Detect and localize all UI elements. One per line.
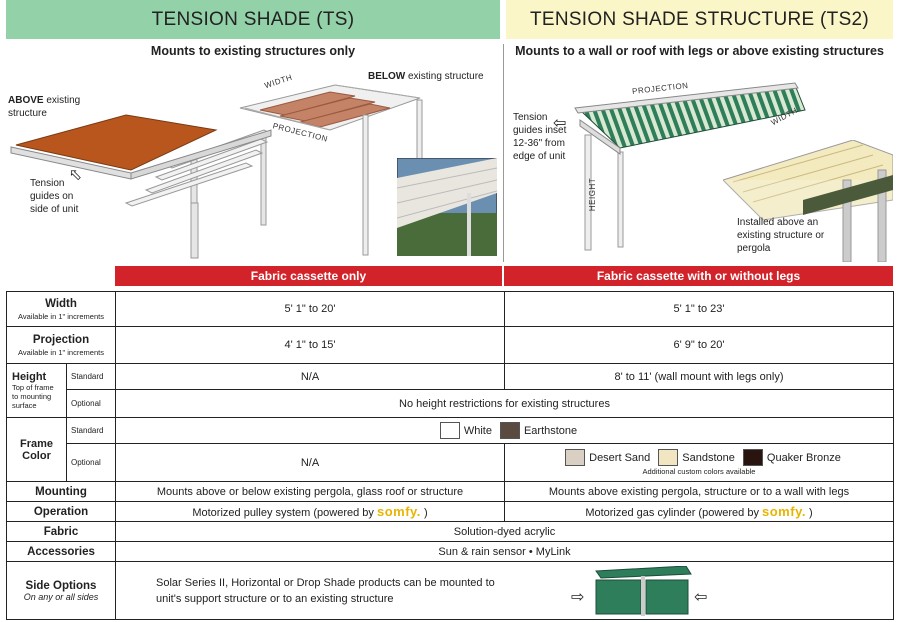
somfy-logo: somfy. — [376, 504, 421, 519]
custom-colors-note: Additional custom colors available — [642, 467, 756, 476]
height-optional-label: Optional — [66, 389, 116, 418]
table-row: Fabric Solution-dyed acrylic — [6, 521, 894, 542]
frame-standard-label: Standard — [66, 417, 116, 444]
swatch-desert-sand — [565, 449, 586, 466]
table-row: Optional N/A Desert Sand Sandstone Quake… — [7, 443, 894, 482]
swatch-sandstone — [658, 449, 679, 466]
table-row: Frame Color Standard White Earthstone — [6, 417, 894, 482]
ts-title: TENSION SHADE (TS) — [151, 8, 355, 30]
frame-optional-label: Optional — [66, 443, 116, 482]
ts-frame-optional: N/A — [115, 443, 505, 482]
ts-operation: Motorized pulley system (powered by somf… — [115, 501, 505, 522]
section-divider — [503, 44, 504, 262]
installed-above-label: Installed above an existing structure or… — [737, 217, 825, 254]
ts2-main-illustration — [574, 82, 806, 251]
mounting-header: Mounting — [6, 481, 116, 502]
side-options-illustration: ⇨ ⇦ — [571, 566, 707, 616]
ts-width-value: 5' 1" to 20' — [115, 291, 505, 327]
swatch-quaker-bronze — [742, 449, 763, 466]
table-row: Operation Motorized pulley system (power… — [6, 501, 894, 522]
table-row: Optional No height restrictions for exis… — [7, 389, 894, 418]
swatch-white — [439, 422, 460, 439]
arrow-icon: ⇦ — [553, 115, 567, 132]
ts2-mounting: Mounts above existing pergola, structure… — [504, 481, 894, 502]
table-row: Mounting Mounts above or below existing … — [6, 481, 894, 502]
fabric-value: Solution-dyed acrylic — [115, 521, 894, 542]
ts-projection-value: 4' 1" to 15' — [115, 326, 505, 364]
fabric-header: Fabric — [6, 521, 116, 542]
svg-text:⇨: ⇨ — [571, 587, 584, 606]
frame-standard-colors: White Earthstone — [115, 417, 894, 444]
above-label: ABOVE existing structure — [8, 95, 81, 119]
ts-height-standard: N/A — [115, 363, 505, 390]
height-standard-label: Standard — [66, 363, 116, 390]
side-options-cell: Solar Series II, Horizontal or Drop Shad… — [115, 561, 894, 620]
svg-text:⇦: ⇦ — [694, 587, 707, 606]
operation-header: Operation — [6, 501, 116, 522]
below-label: BELOW existing structure — [368, 71, 484, 82]
ts2-subtitle: Mounts to a wall or roof with legs or ab… — [515, 44, 884, 58]
ts2-frame-optional: Desert Sand Sandstone Quaker Bronze Addi… — [504, 443, 894, 482]
ts2-title: TENSION SHADE STRUCTURE (TS2) — [529, 8, 870, 30]
ts-above-illustration — [10, 114, 272, 259]
ts2-projection-value: 6' 9" to 20' — [504, 326, 894, 364]
height-optional-value: No height restrictions for existing stru… — [115, 389, 894, 418]
ts-header: TENSION SHADE (TS) — [6, 0, 500, 39]
tension-guides-inset-label: Tension guides inset 12-36" from edge of… — [513, 112, 567, 162]
ts2-secondary-illustration — [723, 140, 893, 262]
swatch-earthstone — [499, 422, 520, 439]
ts2-height-label: HEIGHT — [588, 177, 598, 212]
ts2-width-value: 5' 1" to 23' — [504, 291, 894, 327]
ts2-fabric-bar: Fabric cassette with or without legs — [504, 266, 893, 286]
table-row: Accessories Sun & rain sensor • MyLink — [6, 541, 894, 562]
frame-color-header: Frame Color — [6, 417, 67, 482]
ts-subtitle: Mounts to existing structures only — [150, 44, 356, 58]
ts2-operation: Motorized gas cylinder (powered by somfy… — [504, 501, 894, 522]
ts2-height-standard: 8' to 11' (wall mount with legs only) — [504, 363, 894, 390]
accessories-value: Sun & rain sensor • MyLink — [115, 541, 894, 562]
ts-fabric-bar: Fabric cassette only — [115, 266, 502, 286]
tension-guides-side-label: Tension guides on side of unit — [30, 178, 79, 215]
ts-below-illustration — [239, 84, 423, 256]
ts2-header: TENSION SHADE STRUCTURE (TS2) — [506, 0, 893, 39]
somfy-logo: somfy. — [762, 504, 806, 519]
ts-photo-inset — [397, 158, 497, 256]
ts-mounting: Mounts above or below existing pergola, … — [115, 481, 505, 502]
accessories-header: Accessories — [6, 541, 116, 562]
